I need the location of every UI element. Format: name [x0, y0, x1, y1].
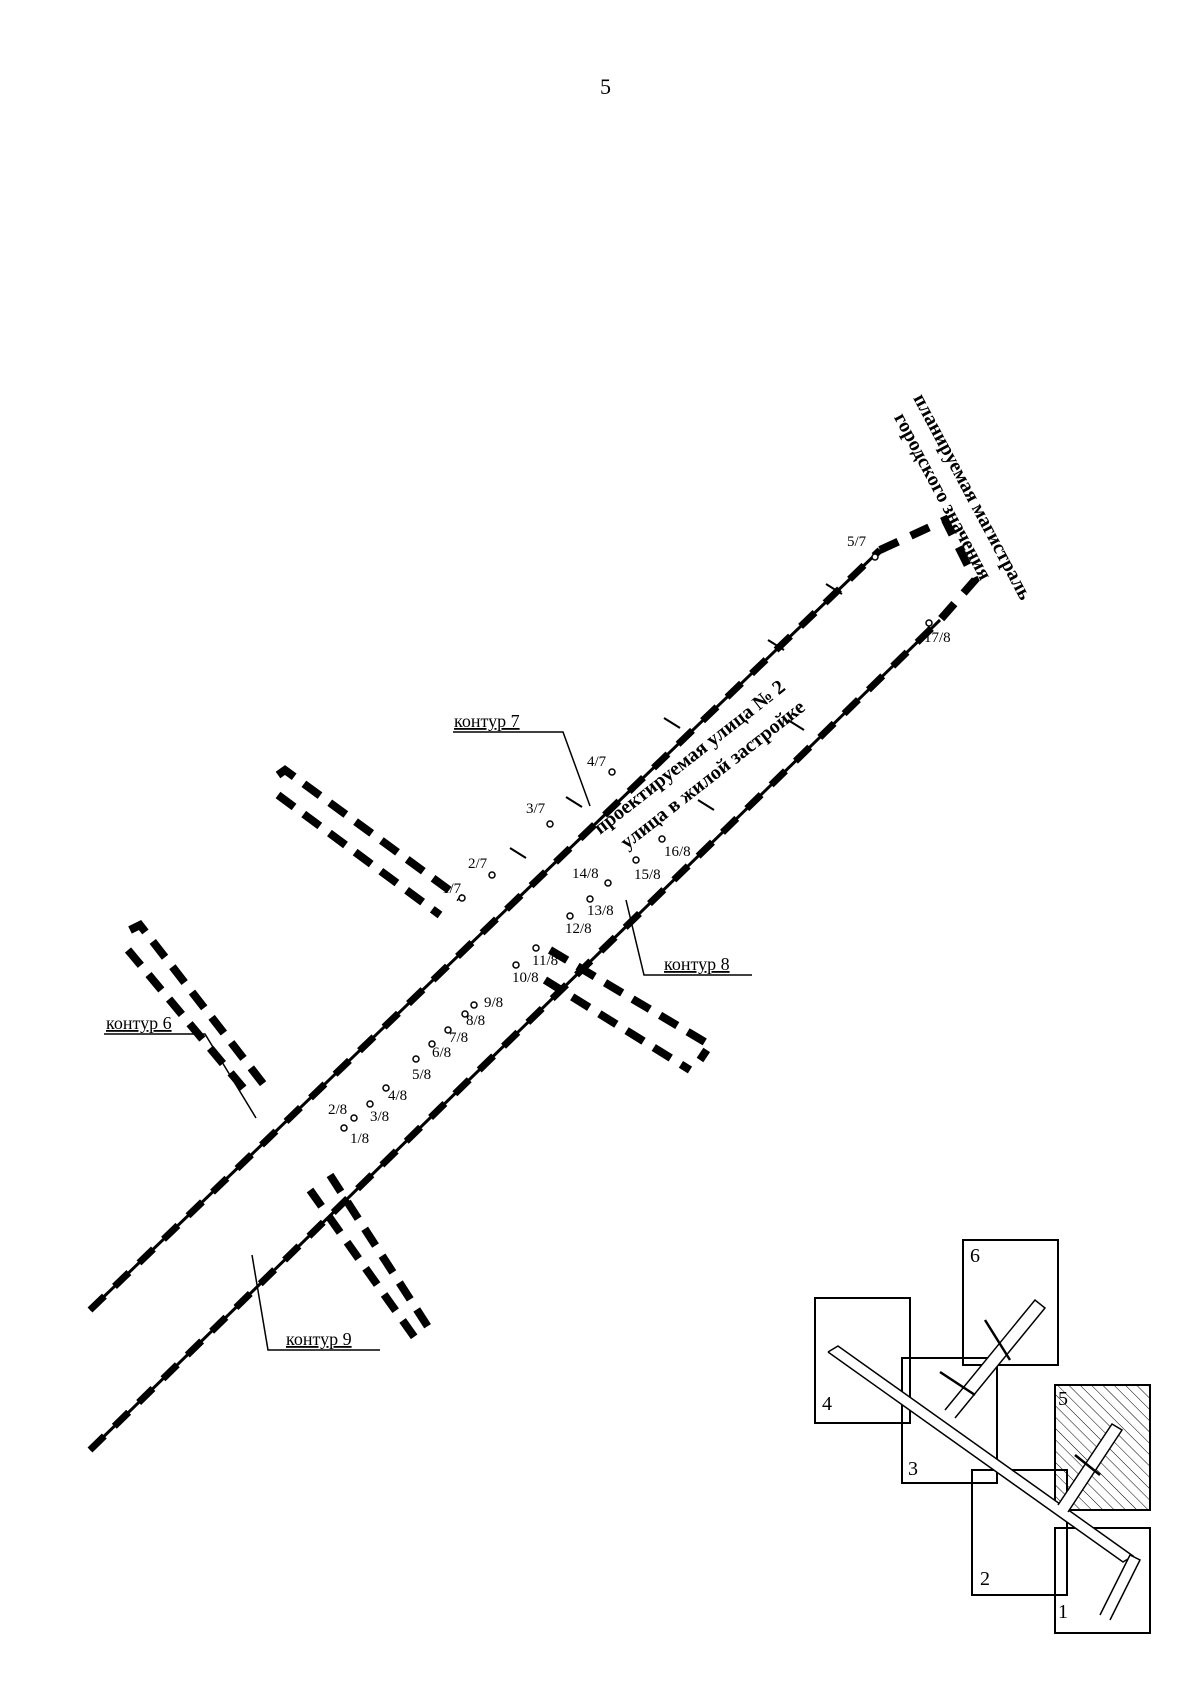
- side-street-bottom: [306, 1187, 424, 1348]
- contour-7-leader: [453, 731, 591, 807]
- contour-labels: контур 7 контур 8 контур 6 контур 9: [104, 711, 752, 1351]
- contour-9-label: контур 9: [286, 1329, 352, 1349]
- side-streets: [124, 765, 716, 1348]
- point-label-17-8: 17/8: [924, 630, 951, 646]
- point-5-8: [412, 1055, 420, 1063]
- index-tick-c: [1074, 1454, 1101, 1476]
- index-map: 6 4 5 3 2 1: [814, 1239, 1151, 1634]
- point-label-5-8: 5/8: [412, 1067, 431, 1083]
- point-label-11-8: 11/8: [532, 953, 558, 969]
- street-labels: планируемая магистраль городского значен…: [590, 390, 1037, 854]
- contour-6-leader: [104, 1033, 257, 1119]
- point-label-15-8: 15/8: [634, 867, 661, 883]
- point-label-16-8: 16/8: [664, 844, 691, 860]
- boundary-ticks: [509, 583, 843, 859]
- projected-street-label-line1: проектируемая улица № 2: [590, 676, 790, 839]
- point-label-9-8: 9/8: [484, 995, 503, 1011]
- contour-6-label: контур 6: [106, 1013, 172, 1033]
- sheet-1-box: [1054, 1527, 1151, 1634]
- side-street-right: [547, 946, 716, 1063]
- lower-boundary-dashes: [87, 617, 943, 1453]
- point-label-3-7: 3/7: [526, 801, 546, 817]
- point-label-12-8: 12/8: [565, 921, 592, 937]
- sheet-6-box: [962, 1239, 1059, 1366]
- point-16-8: [658, 835, 666, 843]
- point-labels: 5/7 4/7 3/7 2/7 1/7 17/8 16/8 15/8 14/8 …: [328, 534, 951, 1147]
- survey-points: [340, 553, 933, 1132]
- sheet-label-6: 6: [970, 1245, 980, 1267]
- point-13-8: [586, 895, 594, 903]
- point-label-2-7: 2/7: [468, 856, 488, 872]
- point-label-10-8: 10/8: [512, 970, 539, 986]
- point-label-8-8: 8/8: [466, 1013, 485, 1029]
- sheet-label-1: 1: [1058, 1601, 1068, 1623]
- point-1-7: [458, 894, 466, 902]
- point-label-1-7: 1/7: [442, 881, 462, 897]
- sheet-4-box: [814, 1297, 911, 1424]
- index-tick-a: [939, 1370, 976, 1397]
- point-2-7: [488, 871, 496, 879]
- point-4-8: [382, 1084, 390, 1092]
- point-4-7: [608, 768, 616, 776]
- side-street-upper-left: [275, 765, 463, 902]
- point-17-8: [925, 619, 933, 627]
- point-5-7: [871, 553, 879, 561]
- point-label-7-8: 7/8: [449, 1030, 468, 1046]
- point-8-8: [461, 1010, 469, 1018]
- contour-7-label: контур 7: [454, 711, 520, 731]
- sheet-2-box: [971, 1469, 1068, 1596]
- point-3-7: [546, 820, 554, 828]
- point-label-2-8: 2/8: [328, 1102, 347, 1118]
- side-street-upper-left-b: [275, 791, 443, 919]
- sheet-label-3: 3: [908, 1458, 918, 1480]
- point-label-4-8: 4/8: [388, 1088, 407, 1104]
- point-14-8: [604, 879, 612, 887]
- point-label-13-8: 13/8: [587, 903, 614, 919]
- point-3-8: [366, 1100, 374, 1108]
- point-label-5-7: 5/7: [847, 534, 867, 550]
- point-7-8: [444, 1026, 452, 1034]
- side-street-left: [128, 919, 272, 1093]
- index-end-branch: [1099, 1553, 1142, 1621]
- index-branch-upper: [944, 1298, 1047, 1419]
- street-boundaries: [87, 547, 943, 1453]
- point-label-14-8: 14/8: [572, 866, 599, 882]
- point-label-3-8: 3/8: [370, 1109, 389, 1125]
- sheet-label-2: 2: [980, 1568, 990, 1590]
- point-9-8: [470, 1001, 478, 1009]
- contour-8-leader: [625, 899, 752, 976]
- contour-8-label: контур 8: [664, 954, 730, 974]
- point-2-8: [350, 1114, 358, 1122]
- sheet-3-box: [901, 1357, 998, 1484]
- point-6-8: [428, 1040, 436, 1048]
- point-12-8: [566, 912, 574, 920]
- point-11-8: [532, 944, 540, 952]
- index-tick-b: [983, 1319, 1012, 1361]
- page-number: 5: [600, 74, 611, 99]
- point-1-8: [340, 1124, 348, 1132]
- side-street-right-b: [542, 976, 693, 1074]
- sheet-label-5: 5: [1058, 1388, 1068, 1410]
- point-label-1-8: 1/8: [350, 1131, 369, 1147]
- point-label-4-7: 4/7: [587, 754, 607, 770]
- highway-end-bracket: [878, 514, 980, 623]
- upper-boundary-dashes: [87, 547, 883, 1313]
- point-15-8: [632, 856, 640, 864]
- sheet-label-4: 4: [822, 1393, 832, 1415]
- contour-9-leader: [251, 1254, 380, 1351]
- point-10-8: [512, 961, 520, 969]
- point-label-6-8: 6/8: [432, 1045, 451, 1061]
